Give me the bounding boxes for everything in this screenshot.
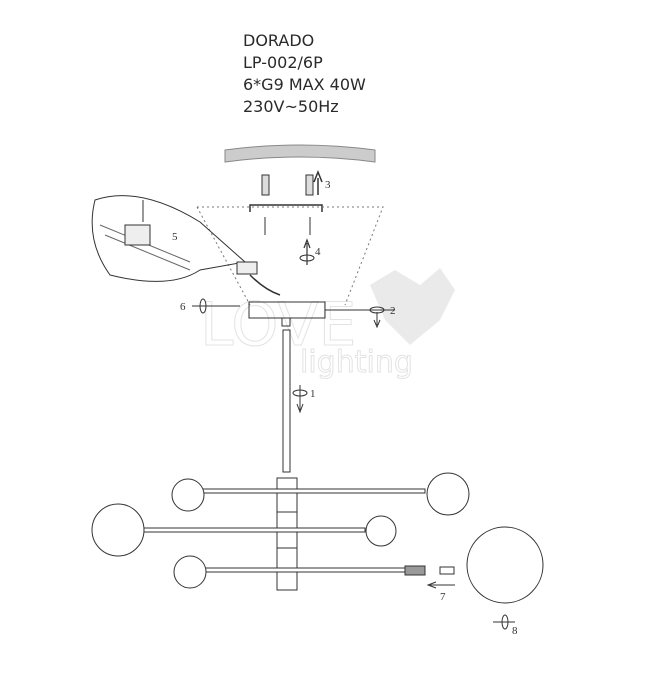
product-spec: DORADO LP-002/6P 6*G9 MAX 40W 230V~50Hz xyxy=(243,30,366,118)
step-8-label: 8 xyxy=(512,625,518,637)
step-6-label: 6 xyxy=(180,301,186,313)
step-1-label: 1 xyxy=(310,388,316,400)
step-2: 2 xyxy=(325,305,396,329)
bulb-spec: 6*G9 MAX 40W xyxy=(243,75,366,94)
step-8: 8 xyxy=(493,614,518,637)
watermark-lighting: lighting xyxy=(300,345,413,380)
wiring-detail-inset: 5 xyxy=(91,195,258,282)
rotate-icon xyxy=(299,254,315,262)
projection-lines xyxy=(196,206,384,306)
step-4: 4 xyxy=(299,238,321,265)
step-1: 1 xyxy=(292,385,316,414)
product-name: DORADO xyxy=(243,31,315,50)
step-6: 6 xyxy=(180,298,240,314)
watermark-love: LOVE xyxy=(200,290,356,360)
product-model: LP-002/6P xyxy=(243,53,323,72)
central-hub xyxy=(276,477,298,591)
wall-anchors: 3 xyxy=(261,169,331,196)
screws xyxy=(264,217,311,235)
bulb-socket xyxy=(404,565,455,576)
watermark-heart xyxy=(370,268,455,345)
step-5-label: 5 xyxy=(172,231,178,243)
mounting-bracket xyxy=(249,204,323,212)
step-3-label: 3 xyxy=(325,179,331,191)
arrow-up-icon xyxy=(313,169,323,195)
glass-globes xyxy=(91,472,544,604)
step-7: 7 xyxy=(426,581,455,603)
voltage-spec: 230V~50Hz xyxy=(243,97,339,116)
step-4-label: 4 xyxy=(315,246,321,258)
step-2-label: 2 xyxy=(390,305,396,317)
suspension-rod xyxy=(282,329,291,473)
ceiling xyxy=(224,144,376,163)
watermark: LOVE lighting xyxy=(200,268,455,381)
step-7-label: 7 xyxy=(440,591,446,603)
